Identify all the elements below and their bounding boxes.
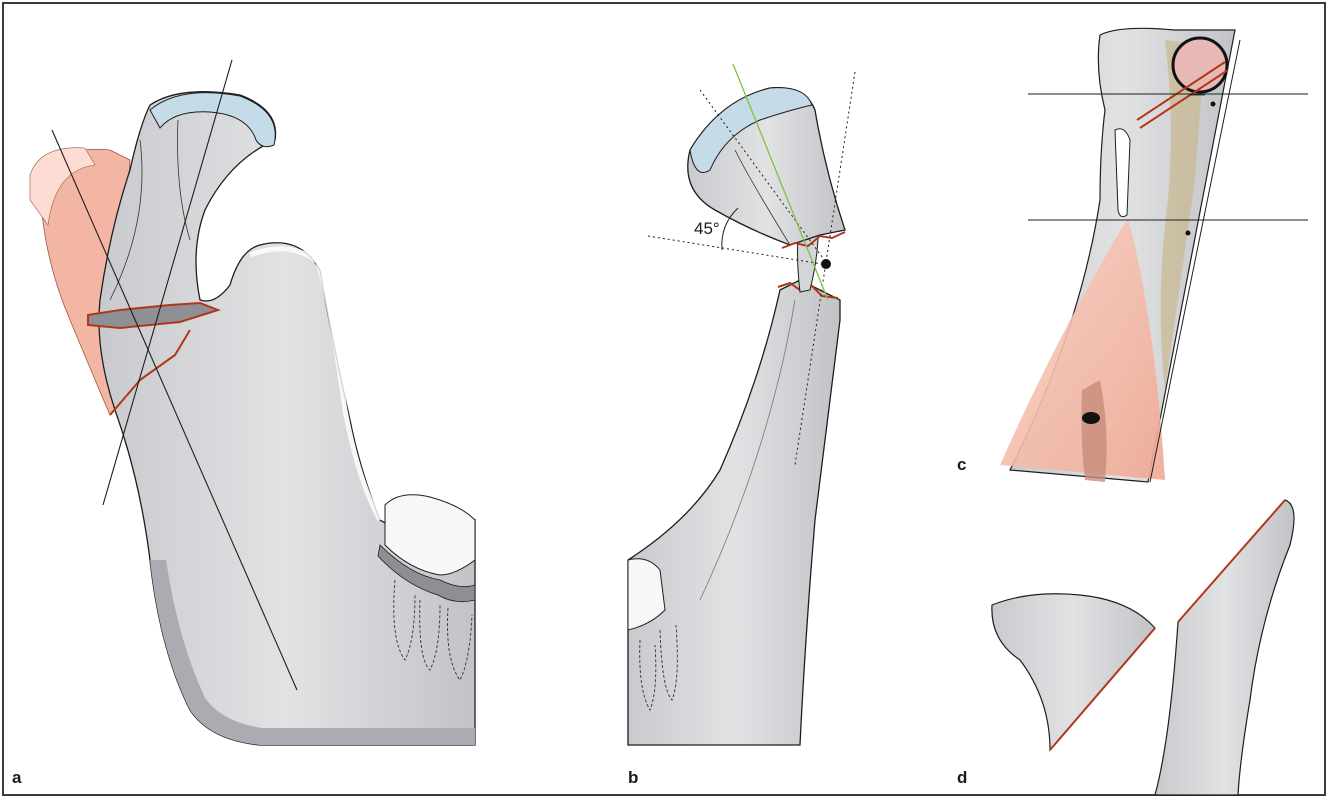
panel-c-right-angle-dot-1 bbox=[1211, 102, 1216, 107]
panel-d-ramus-fragment bbox=[1155, 500, 1294, 795]
panel-label-d: d bbox=[957, 768, 967, 787]
panel-label-c: c bbox=[957, 455, 966, 474]
panel-d-condylar-fragment bbox=[992, 594, 1155, 750]
panel-label-b: b bbox=[628, 768, 638, 787]
panel-c-nerve bbox=[1082, 412, 1100, 424]
panel-a-mandible bbox=[30, 60, 475, 745]
panel-b-pivot-point bbox=[821, 259, 831, 269]
panel-a-mandible-body bbox=[99, 92, 475, 745]
panel-b-mandible: 45° bbox=[628, 64, 855, 745]
panel-c-cross-section bbox=[1000, 28, 1308, 482]
panel-b-ramus bbox=[628, 280, 840, 745]
panel-b-angle-label: 45° bbox=[694, 219, 720, 238]
panel-d-fragments bbox=[992, 500, 1294, 795]
panel-label-a: a bbox=[12, 768, 22, 787]
panel-c-right-angle-dot-2 bbox=[1186, 231, 1191, 236]
